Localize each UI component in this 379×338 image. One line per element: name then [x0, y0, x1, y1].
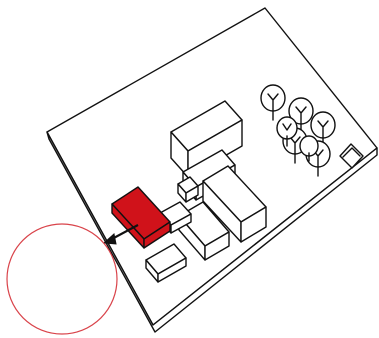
building-small-cube: [177, 176, 199, 203]
tree-icon: [260, 84, 286, 121]
highlighted-building-side: [143, 221, 171, 249]
small-shed: [339, 143, 364, 169]
tree-icon: [310, 111, 336, 148]
direction-arrow: [102, 224, 139, 245]
building-front: [178, 201, 230, 261]
building-cluster: [145, 100, 267, 283]
tree-icon: [288, 97, 314, 134]
building-long-right: [202, 165, 267, 243]
highlight-circle: [6, 223, 118, 335]
tree-icon: [276, 116, 298, 147]
tree-icon: [299, 135, 319, 162]
tree-group: [260, 84, 336, 177]
building-low-front: [145, 243, 187, 283]
highlighted-building: [111, 186, 171, 249]
